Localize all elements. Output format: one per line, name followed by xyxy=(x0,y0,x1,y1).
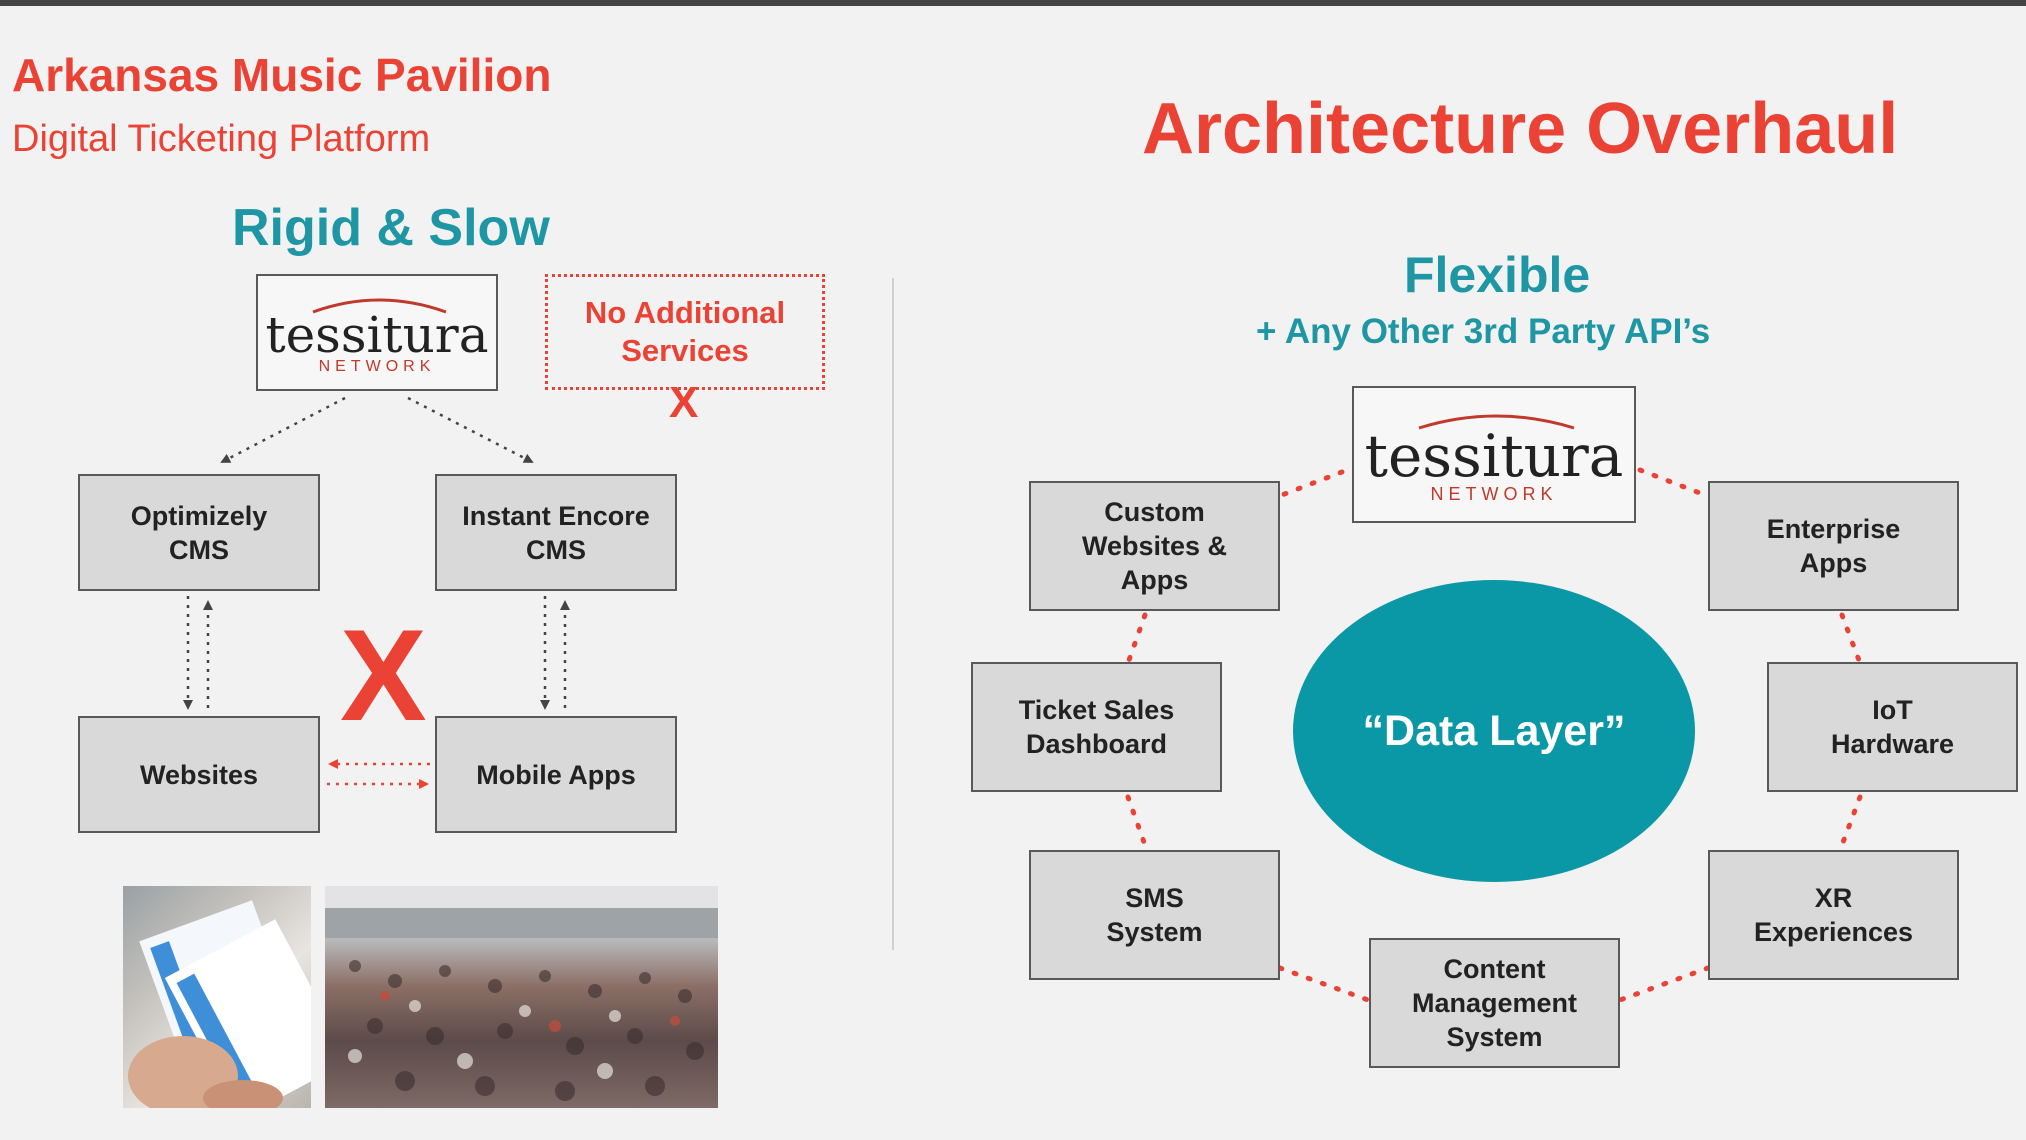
link-sms-cms xyxy=(1277,965,1371,1003)
no-additional-services: No Additional Services xyxy=(545,274,825,390)
node-enterprise-apps: Enterprise Apps xyxy=(1708,481,1959,611)
crowd-photo xyxy=(325,886,718,1108)
third-party-subheading: + Any Other 3rd Party API’s xyxy=(1256,312,1711,351)
venue-title: Arkansas Music Pavilion xyxy=(12,49,552,101)
logo-swoosh-icon xyxy=(1418,414,1575,430)
rigid-heading: Rigid & Slow xyxy=(232,199,550,257)
link-custom-ticket xyxy=(1125,612,1148,666)
node-instant-encore-cms: Instant Encore CMS xyxy=(435,474,677,591)
platform-subtitle: Digital Ticketing Platform xyxy=(12,118,431,160)
x-mark-big: X xyxy=(340,602,427,748)
link-ticket-sms xyxy=(1125,794,1148,848)
node-ticket-sales-dashboard: Ticket Sales Dashboard xyxy=(971,662,1222,792)
node-optimizely-cms: Optimizely CMS xyxy=(78,474,320,591)
node-websites: Websites xyxy=(78,716,320,833)
node-mobile-apps: Mobile Apps xyxy=(435,716,677,833)
node-iot-hardware: IoT Hardware xyxy=(1767,662,2018,792)
data-layer-hub: “Data Layer” xyxy=(1293,580,1695,882)
logo-network-label: NETWORK xyxy=(318,358,436,375)
tessitura-logo-left: tessitura NETWORK xyxy=(256,274,498,391)
logo-swoosh-icon xyxy=(312,298,447,314)
overhaul-title: Architecture Overhaul xyxy=(1142,89,1899,169)
arrow-logo-instant-encore xyxy=(407,396,534,464)
arrow-logo-optimizely xyxy=(220,396,346,464)
link-logo-custom xyxy=(1279,469,1345,498)
node-custom-websites-apps: Custom Websites & Apps xyxy=(1029,481,1280,611)
node-sms-system: SMS System xyxy=(1029,850,1280,980)
link-xr-cms xyxy=(1617,965,1711,1003)
data-layer-label: “Data Layer” xyxy=(1362,706,1626,755)
ticket-photo xyxy=(123,886,311,1108)
flexible-heading: Flexible xyxy=(1404,247,1591,303)
logo-network-label: NETWORK xyxy=(1430,484,1558,504)
x-mark-small: X xyxy=(669,378,699,427)
node-content-management-system: Content Management System xyxy=(1369,938,1620,1068)
node-xr-experiences: XR Experiences xyxy=(1708,850,1959,980)
tickets-image xyxy=(128,900,311,1108)
crowd-image xyxy=(325,886,718,1101)
link-logo-enterprise xyxy=(1637,467,1708,498)
tessitura-logo-right: tessitura NETWORK xyxy=(1352,386,1636,523)
logo-wordmark: tessitura xyxy=(1364,422,1624,490)
logo-wordmark: tessitura xyxy=(265,306,489,364)
top-rule xyxy=(0,0,2026,6)
link-enterprise-iot xyxy=(1839,612,1863,666)
link-iot-xr xyxy=(1839,794,1863,848)
